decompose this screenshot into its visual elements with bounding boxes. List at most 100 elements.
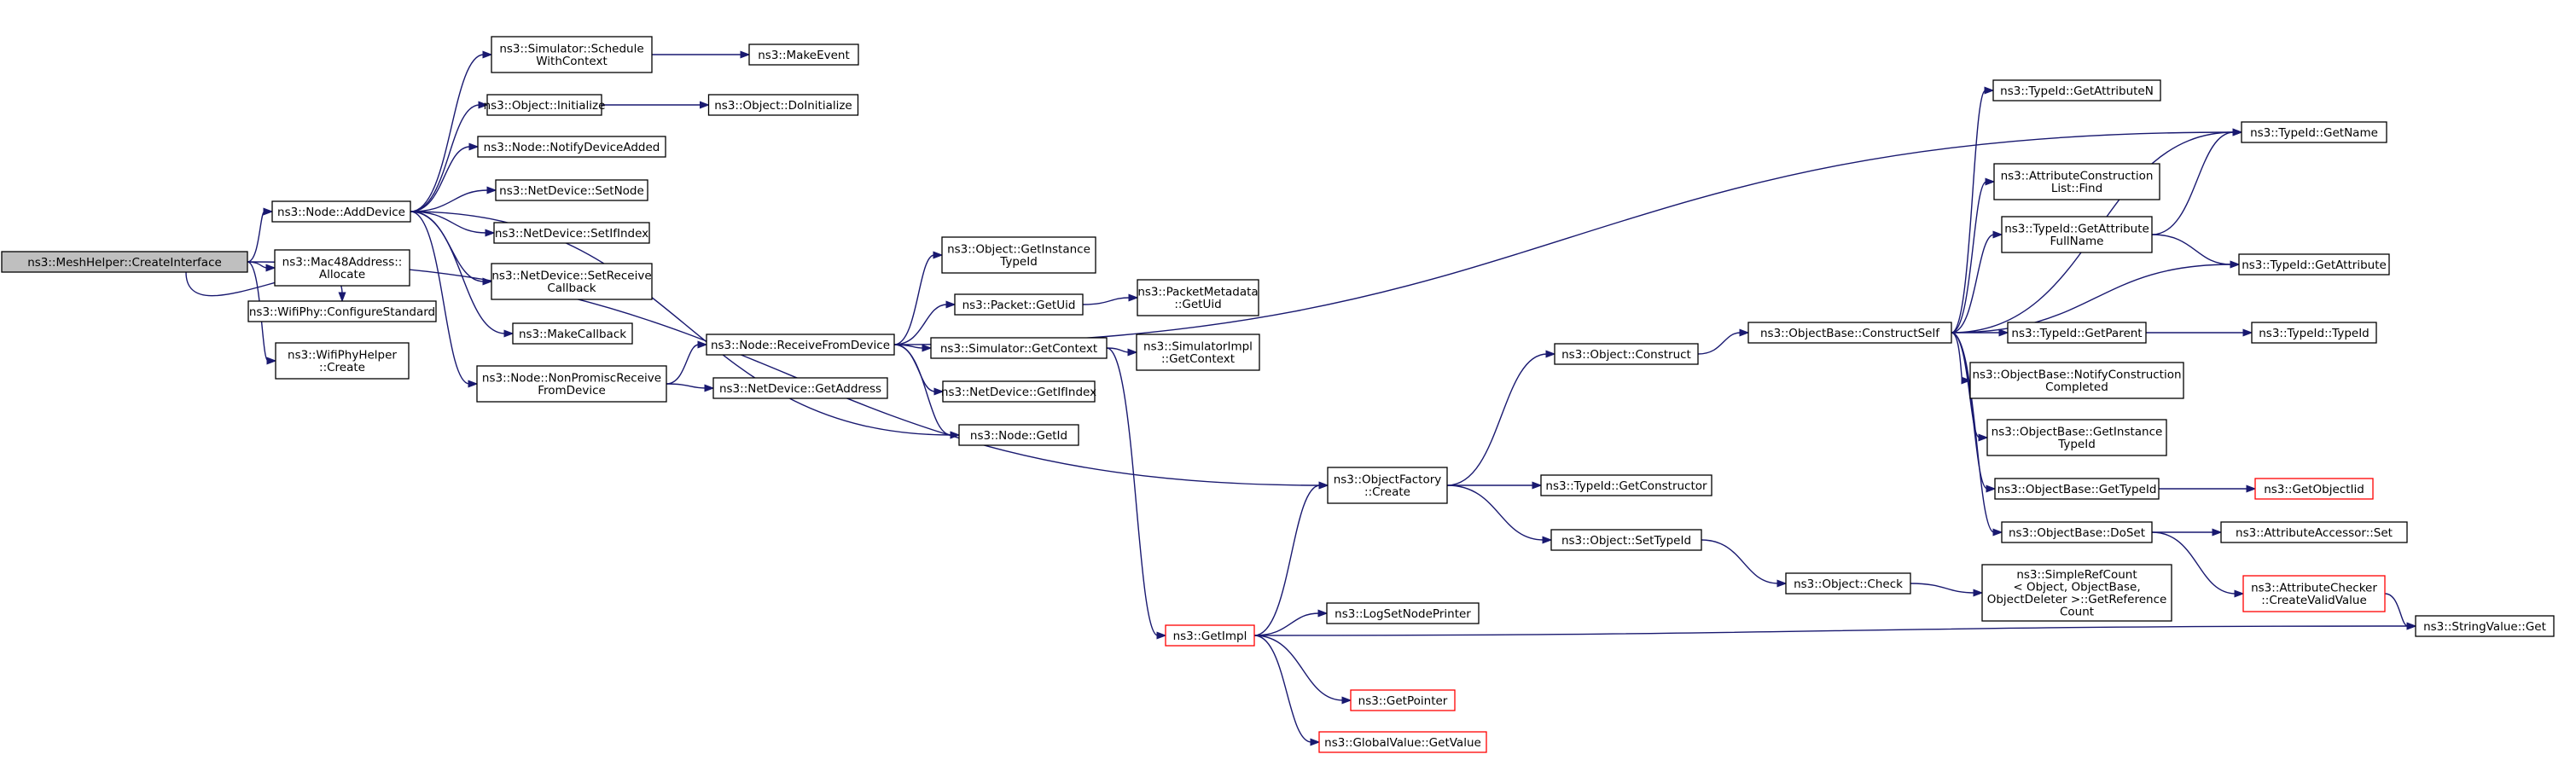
graph-node[interactable]: ns3::ObjectBase::NotifyConstructionCompl… bbox=[1969, 362, 2184, 399]
graph-node[interactable]: ns3::SimpleRefCount< Object, ObjectBase,… bbox=[1981, 564, 2172, 622]
node-label: ::Create bbox=[1364, 485, 1410, 499]
graph-node[interactable]: ns3::Node::GetId bbox=[958, 424, 1079, 446]
call-edge bbox=[666, 340, 708, 385]
graph-node[interactable]: ns3::Packet::GetUid bbox=[954, 293, 1084, 316]
graph-node[interactable]: ns3::Object::Check bbox=[1785, 572, 1911, 595]
edge-arrowhead bbox=[2232, 128, 2243, 136]
graph-node[interactable]: ns3::Node::ReceiveFromDevice bbox=[706, 334, 895, 356]
node-box bbox=[1326, 602, 1480, 624]
call-edge bbox=[893, 300, 957, 345]
graph-node[interactable]: ns3::ObjectBase::GetTypeId bbox=[1994, 478, 2160, 500]
node-label: ns3::PacketMetadata bbox=[1137, 286, 1258, 299]
graph-node[interactable]: ns3::MakeCallback bbox=[512, 322, 633, 345]
graph-node[interactable]: ns3::TypeId::TypeId bbox=[2251, 322, 2377, 344]
graph-node[interactable]: ns3::Node::NotifyDeviceAdded bbox=[477, 136, 666, 158]
graph-node[interactable]: ns3::Object::SetTypeId bbox=[1550, 529, 1702, 551]
node-box bbox=[2415, 615, 2555, 637]
node-box bbox=[1, 251, 248, 273]
node-label: ns3::ObjectBase::ConstructSelf bbox=[1760, 327, 1940, 340]
node-label: ns3::NetDevice::SetNode bbox=[499, 184, 644, 198]
edge-line bbox=[1253, 635, 1312, 743]
graph-node[interactable]: ns3::LogSetNodePrinter bbox=[1326, 602, 1480, 624]
graph-node[interactable]: ns3::TypeId::GetConstructor bbox=[1540, 474, 1712, 496]
graph-node[interactable]: ns3::NetDevice::SetIfIndex bbox=[493, 222, 650, 244]
node-label: ns3::Node::ReceiveFromDevice bbox=[711, 339, 890, 352]
node-label: ns3::NetDevice::SetIfIndex bbox=[495, 227, 648, 241]
edge-arrowhead bbox=[482, 50, 493, 59]
node-box bbox=[275, 342, 410, 380]
call-edge bbox=[1951, 230, 2003, 334]
node-box bbox=[476, 365, 667, 403]
graph-node[interactable]: ns3::AttributeChecker::CreateValidValue bbox=[2242, 575, 2386, 612]
edge-arrowhead bbox=[1317, 609, 1329, 618]
node-label: ns3::ObjectBase::NotifyConstruction bbox=[1972, 368, 2181, 382]
call-edge bbox=[2384, 593, 2417, 630]
graph-node[interactable]: ns3::PacketMetadata::GetUid bbox=[1137, 279, 1259, 316]
edge-arrowhead bbox=[2242, 328, 2253, 337]
graph-node[interactable]: ns3::WifiPhyHelper::Create bbox=[275, 342, 410, 380]
graph-node[interactable]: ns3::GetPointer bbox=[1350, 689, 1456, 711]
node-box bbox=[2241, 121, 2387, 143]
edge-arrowhead bbox=[700, 101, 710, 109]
graph-node[interactable]: ns3::TypeId::GetParent bbox=[2007, 322, 2147, 344]
edge-arrowhead bbox=[2212, 528, 2223, 537]
graph-node[interactable]: ns3::Node::AddDevice bbox=[271, 200, 411, 223]
call-edge bbox=[1951, 332, 1972, 385]
call-edge bbox=[1951, 328, 2009, 337]
graph-node[interactable]: ns3::TypeId::GetName bbox=[2241, 121, 2387, 143]
graph-node[interactable]: ns3::NetDevice::GetAddress bbox=[712, 377, 888, 399]
graph-node[interactable]: ns3::NetDevice::SetNode bbox=[495, 179, 648, 201]
node-box bbox=[477, 136, 666, 158]
node-label: ns3::Mac48Address:: bbox=[282, 256, 403, 270]
edge-arrowhead bbox=[1961, 376, 1972, 385]
graph-node[interactable]: ns3::MeshHelper::CreateInterface bbox=[1, 251, 248, 273]
graph-node[interactable]: ns3::NetDevice::GetIfIndex bbox=[941, 380, 1096, 403]
call-edge bbox=[410, 211, 961, 439]
node-box bbox=[706, 334, 895, 356]
graph-node[interactable]: ns3::MakeEvent bbox=[748, 44, 859, 66]
node-label: ns3::Node::AddDevice bbox=[277, 206, 405, 219]
call-edge bbox=[1951, 332, 2003, 537]
graph-node[interactable]: ns3::ObjectFactory::Create bbox=[1327, 467, 1448, 504]
call-edge bbox=[410, 211, 496, 237]
node-box bbox=[1165, 624, 1255, 647]
edge-line bbox=[1446, 353, 1548, 486]
edge-line bbox=[893, 344, 936, 392]
node-label: ::GetContext bbox=[1161, 352, 1235, 366]
graph-node[interactable]: ns3::ObjectBase::ConstructSelf bbox=[1747, 322, 1952, 344]
edge-arrowhead bbox=[697, 340, 708, 349]
call-edge bbox=[410, 142, 480, 212]
graph-node[interactable]: ns3::Object::Construct bbox=[1554, 343, 1699, 365]
graph-node[interactable]: ns3::Object::Initialize bbox=[484, 94, 606, 116]
edge-arrowhead bbox=[1984, 86, 1995, 95]
graph-node[interactable]: ns3::StringValue::Get bbox=[2415, 615, 2555, 637]
graph-node[interactable]: ns3::ObjectBase::DoSet bbox=[2001, 521, 2153, 543]
graph-node[interactable]: ns3::GetImpl bbox=[1165, 624, 1255, 647]
node-label: ns3::Object::Check bbox=[1794, 577, 1903, 591]
graph-node[interactable]: ns3::Object::DoInitialize bbox=[707, 94, 859, 116]
edge-line bbox=[1951, 90, 1986, 334]
graph-node[interactable]: ns3::GetObjectIid bbox=[2254, 478, 2374, 500]
node-box bbox=[491, 263, 653, 300]
graph-node[interactable]: ns3::Mac48Address::Allocate bbox=[274, 249, 410, 287]
graph-node[interactable]: ns3::Simulator::GetContext bbox=[930, 337, 1108, 359]
edge-arrowhead bbox=[468, 142, 480, 151]
edge-arrowhead bbox=[1341, 696, 1352, 705]
graph-node[interactable]: ns3::AttributeAccessor::Set bbox=[2220, 521, 2408, 543]
graph-node[interactable]: ns3::SimulatorImpl::GetContext bbox=[1136, 334, 1260, 371]
node-label: ns3::SimulatorImpl bbox=[1143, 340, 1253, 354]
graph-node[interactable]: ns3::TypeId::GetAttributeN bbox=[1992, 79, 2161, 102]
call-edge bbox=[2151, 531, 2245, 598]
call-edge bbox=[2146, 328, 2253, 337]
graph-node[interactable]: ns3::TypeId::GetAttribute bbox=[2238, 253, 2390, 276]
graph-node[interactable]: ns3::GlobalValue::GetValue bbox=[1318, 731, 1487, 753]
call-edge bbox=[1253, 635, 1352, 705]
graph-node[interactable]: ns3::WifiPhy::ConfigureStandard bbox=[247, 300, 437, 322]
